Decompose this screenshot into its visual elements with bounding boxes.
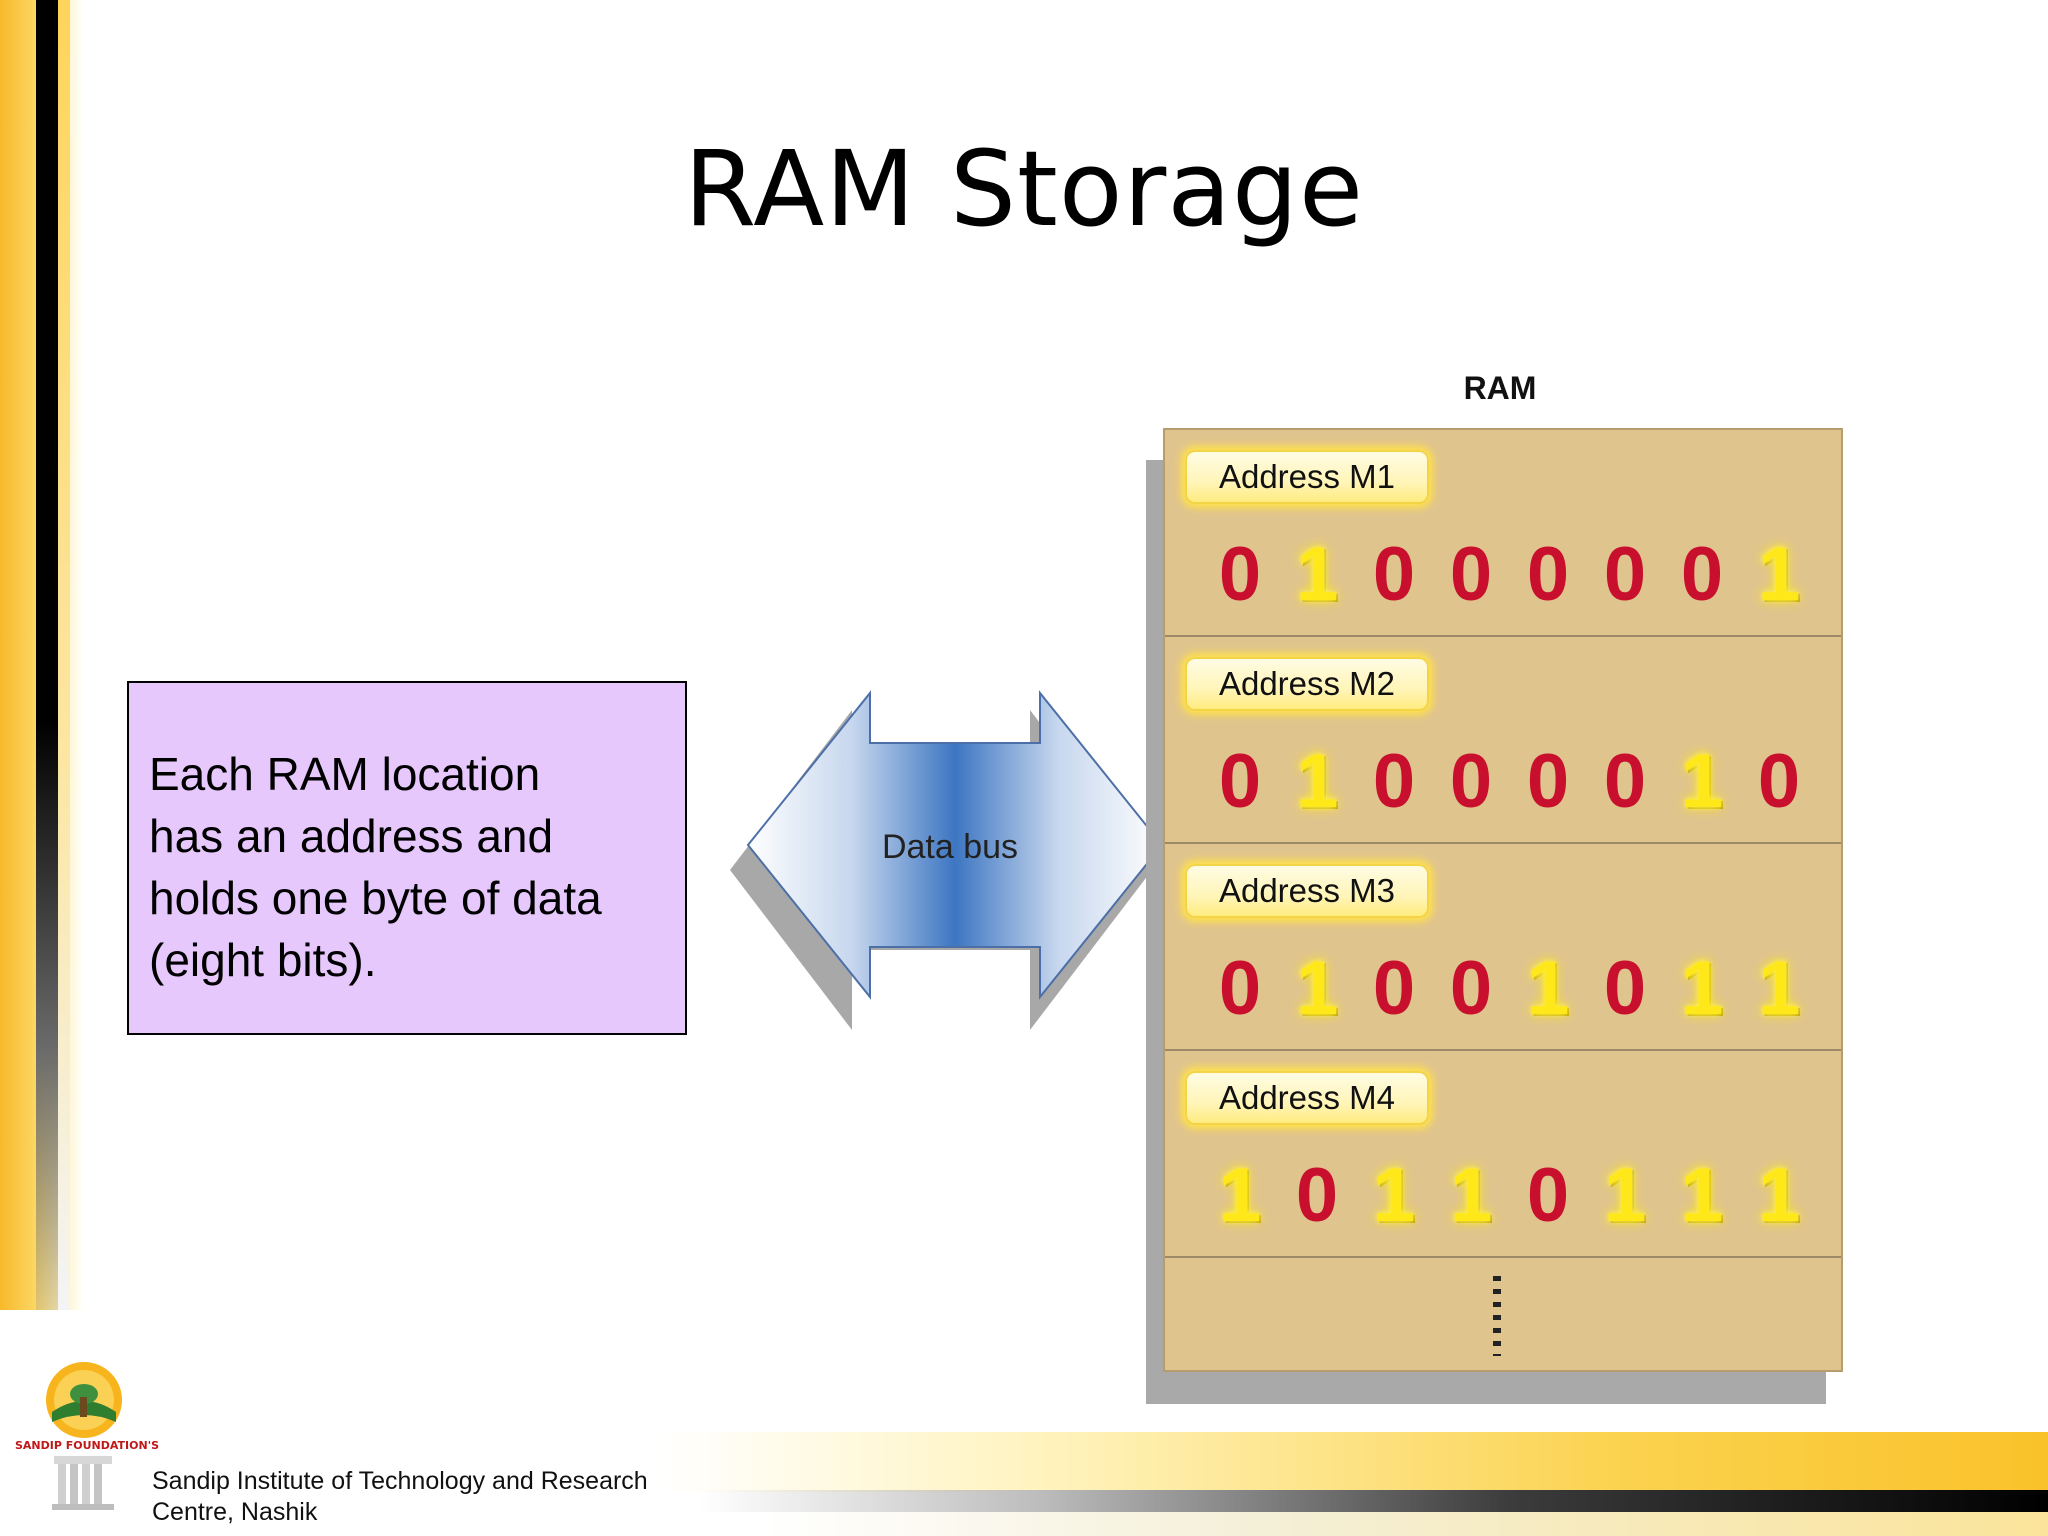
ram-cell: Address M3 0 1 0 0 1 0 1 1: [1165, 844, 1841, 1051]
bit: 1: [1295, 739, 1339, 824]
bottom-decor-bar: [700, 1490, 2048, 1512]
data-bus-arrow: [730, 690, 1164, 1030]
bit: 0: [1526, 739, 1570, 824]
ram-cell: Address M4 1 0 1 1 0 1 1 1: [1165, 1051, 1841, 1258]
bit: 1: [1372, 1153, 1416, 1238]
bit: 1: [1295, 946, 1339, 1031]
bit: 1: [1680, 1153, 1724, 1238]
bit: 0: [1757, 739, 1801, 824]
ram-cell: Address M2 0 1 0 0 0 0 1 0: [1165, 637, 1841, 844]
bit: 0: [1449, 532, 1493, 617]
bit: 0: [1449, 739, 1493, 824]
address-label: Address M1: [1185, 450, 1429, 504]
bit: 0: [1603, 739, 1647, 824]
bit: 0: [1603, 946, 1647, 1031]
byte-bits: 0 1 0 0 1 0 1 1: [1205, 944, 1825, 1034]
bit: 0: [1372, 946, 1416, 1031]
bit: 1: [1757, 532, 1801, 617]
description-box: Each RAM location has an address and hol…: [127, 681, 687, 1035]
bit: 0: [1295, 1153, 1339, 1238]
bit: 1: [1526, 946, 1570, 1031]
bottom-decor-band: [660, 1432, 2048, 1492]
ram-block: Address M1 0 1 0 0 0 0 0 1 Address M2 0 …: [1163, 428, 1843, 1372]
byte-bits: 0 1 0 0 0 0 0 1: [1205, 530, 1825, 620]
slide-title: RAM Storage: [684, 128, 1364, 250]
bit: 0: [1218, 532, 1262, 617]
bit: 1: [1603, 1153, 1647, 1238]
bottom-decor-stripe: [760, 1512, 2048, 1536]
address-label: Address M2: [1185, 657, 1429, 711]
bit: 1: [1680, 739, 1724, 824]
bit: 1: [1680, 946, 1724, 1031]
bit: 0: [1218, 946, 1262, 1031]
footer-institute: Sandip Institute of Technology and Resea…: [152, 1466, 648, 1528]
ram-cell: Address M1 0 1 0 0 0 0 0 1: [1165, 430, 1841, 637]
description-text: Each RAM location has an address and hol…: [149, 748, 602, 986]
left-decor-stripe: [58, 0, 70, 1310]
address-label: Address M3: [1185, 864, 1429, 918]
bit: 0: [1680, 532, 1724, 617]
institute-logo: SANDIP FOUNDATION'S: [15, 1362, 159, 1510]
bit: 1: [1757, 946, 1801, 1031]
bit: 0: [1218, 739, 1262, 824]
address-label: Address M4: [1185, 1071, 1429, 1125]
logo-text: SANDIP FOUNDATION'S: [15, 1439, 159, 1452]
byte-bits: 0 1 0 0 0 0 1 0: [1205, 737, 1825, 827]
continuation-dots: [1493, 1276, 1501, 1356]
bit: 0: [1526, 1153, 1570, 1238]
bit: 0: [1526, 532, 1570, 617]
bit: 1: [1757, 1153, 1801, 1238]
data-bus-label: Data bus: [881, 828, 1019, 866]
ram-label: RAM: [1463, 370, 1537, 406]
bit: 1: [1218, 1153, 1262, 1238]
footer-line-2: Centre, Nashik: [152, 1498, 318, 1526]
byte-bits: 1 0 1 1 0 1 1 1: [1205, 1151, 1825, 1241]
footer-line-1: Sandip Institute of Technology and Resea…: [152, 1467, 648, 1495]
bit: 0: [1372, 739, 1416, 824]
bit: 1: [1449, 1153, 1493, 1238]
bit: 1: [1295, 532, 1339, 617]
bit: 0: [1372, 532, 1416, 617]
left-decor-bar: [36, 0, 58, 1310]
bit: 0: [1449, 946, 1493, 1031]
bit: 0: [1603, 532, 1647, 617]
